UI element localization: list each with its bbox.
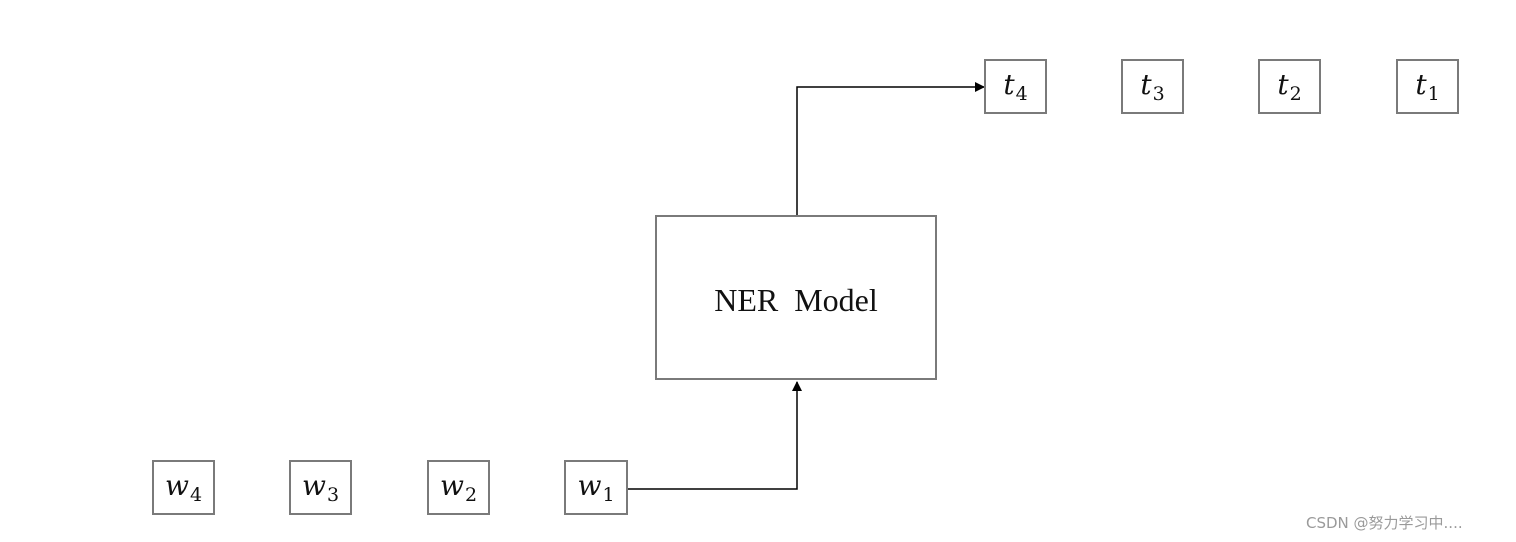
output-symbol: t xyxy=(1415,67,1427,101)
output-subscript: 3 xyxy=(1152,83,1165,105)
input-symbol: w xyxy=(301,468,326,502)
output-subscript: 1 xyxy=(1427,83,1440,105)
output-symbol: t xyxy=(1140,67,1152,101)
input-symbol: w xyxy=(164,468,189,502)
watermark-text: CSDN @努力学习中.... xyxy=(1306,514,1463,532)
output-subscript: 2 xyxy=(1289,83,1302,105)
input-symbol: w xyxy=(439,468,464,502)
arrow-model-to-t4 xyxy=(796,82,985,215)
ner-model-label: NER Model xyxy=(714,282,878,318)
arrow-w1-to-model xyxy=(628,381,802,490)
output-symbol: t xyxy=(1003,67,1015,101)
input-subscript: 4 xyxy=(189,484,203,506)
input-subscript: 2 xyxy=(464,484,478,506)
input-symbol: w xyxy=(577,468,602,502)
input-subscript: 1 xyxy=(602,484,615,506)
output-subscript: 4 xyxy=(1015,83,1028,105)
output-symbol: t xyxy=(1277,67,1289,101)
ner-model-box: NER Model xyxy=(655,215,937,380)
input-subscript: 3 xyxy=(326,484,340,506)
